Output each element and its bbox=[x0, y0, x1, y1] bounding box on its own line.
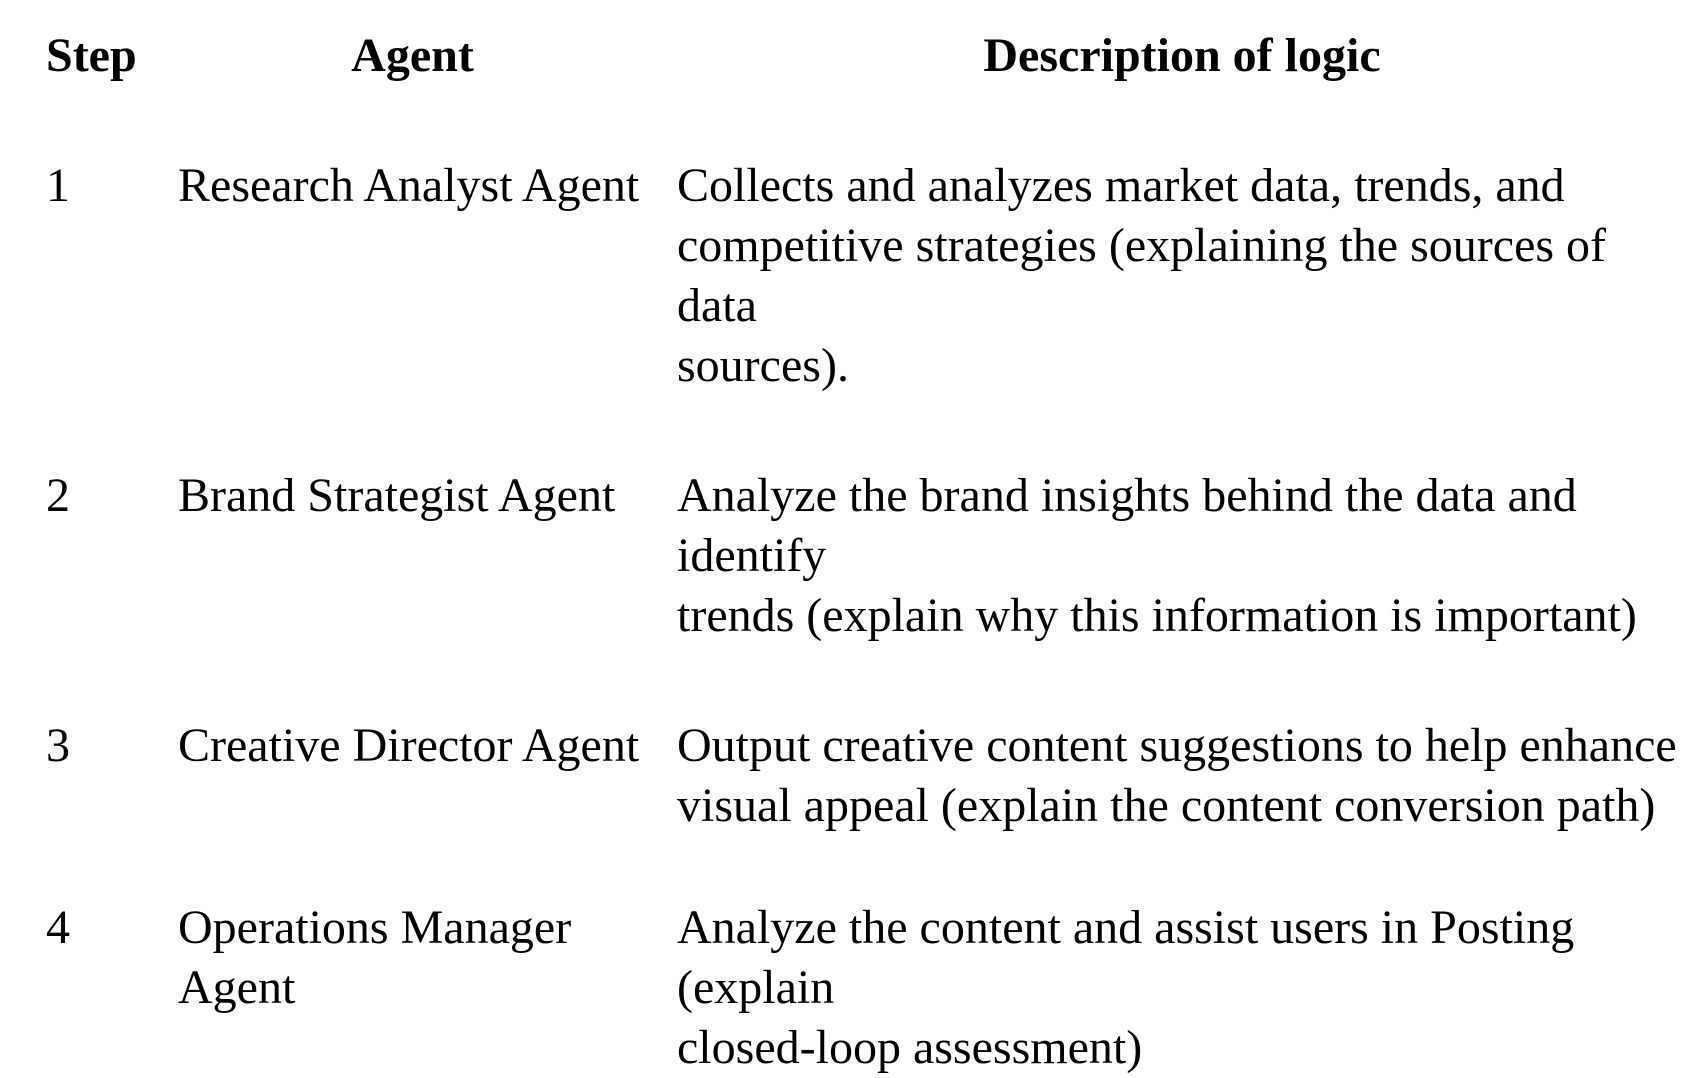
column-header-agent: Agent bbox=[351, 29, 474, 82]
table-row: 2 Brand Strategist Agent Analyze the bra… bbox=[46, 466, 1703, 646]
agent-name: Creative Director Agent bbox=[178, 719, 640, 772]
step-number: 3 bbox=[46, 719, 70, 772]
step-number: 4 bbox=[46, 901, 70, 954]
agent-name: Operations Manager Agent bbox=[178, 901, 572, 1014]
logic-description: Output creative content suggestions to h… bbox=[677, 719, 1677, 832]
agent-name: Brand Strategist Agent bbox=[178, 469, 616, 522]
logic-description: Analyze the brand insights behind the da… bbox=[677, 469, 1637, 642]
column-header-step: Step bbox=[46, 29, 137, 82]
step-number: 1 bbox=[46, 159, 70, 212]
agent-name: Research Analyst Agent bbox=[178, 159, 640, 212]
logic-description: Analyze the content and assist users in … bbox=[677, 901, 1575, 1074]
column-header-description-of-logic: Description of logic bbox=[983, 29, 1381, 82]
table-header-row: Step Agent Description of logic bbox=[46, 26, 1703, 86]
table-row: 4 Operations Manager Agent Analyze the c… bbox=[46, 898, 1703, 1078]
table-row: 3 Creative Director Agent Output creativ… bbox=[46, 716, 1703, 836]
table-row: 1 Research Analyst Agent Collects and an… bbox=[46, 156, 1703, 396]
step-number: 2 bbox=[46, 469, 70, 522]
logic-description: Collects and analyzes market data, trend… bbox=[677, 159, 1607, 392]
